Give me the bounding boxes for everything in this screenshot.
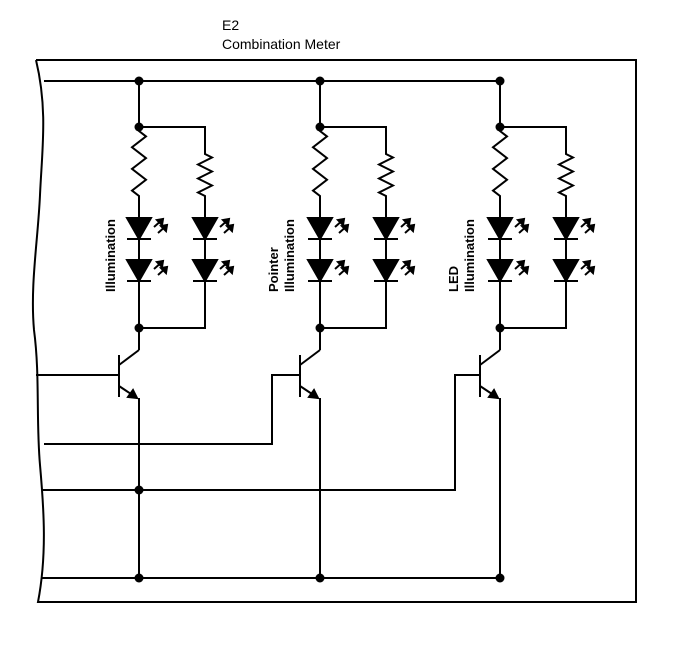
led-emission-arrowhead — [154, 259, 165, 270]
meter-housing-outline — [31, 59, 637, 603]
resistor-right — [376, 150, 396, 200]
led-emission-arrowhead — [405, 265, 416, 276]
led-diode-triangle — [372, 217, 400, 242]
led-diode-triangle — [191, 217, 219, 242]
branch-bottom-wire — [320, 281, 387, 329]
resistor-left — [311, 127, 329, 200]
led-group-1 — [113, 76, 235, 583]
led-emission-arrowhead — [519, 223, 530, 234]
group-2-label-line2: Illumination — [282, 219, 297, 292]
resistor-right — [556, 150, 576, 200]
transistor-emitter-arrow — [126, 388, 139, 400]
transistor-emitter-arrow — [487, 388, 500, 400]
led-diode-triangle — [486, 259, 514, 284]
led-circuit-groups — [113, 76, 596, 583]
led-emission-arrowhead — [220, 259, 231, 270]
led-emission-arrowhead — [158, 223, 169, 234]
junction-dot — [495, 573, 505, 583]
led-emission-arrowhead — [515, 259, 526, 270]
resistor-left — [491, 127, 509, 200]
junction-dot — [134, 76, 144, 86]
led-diode-triangle — [191, 259, 219, 284]
led-diode-triangle — [125, 217, 153, 242]
led-emission-arrowhead — [515, 217, 526, 228]
led-diode-triangle — [552, 217, 580, 242]
junction-dot — [495, 76, 505, 86]
led-emission-arrowhead — [581, 217, 592, 228]
led-emission-arrowhead — [224, 223, 235, 234]
led-emission-arrowhead — [405, 223, 416, 234]
led-emission-arrowhead — [401, 217, 412, 228]
junction-dot — [315, 573, 325, 583]
group-1-label-line1: Illumination — [103, 219, 118, 292]
component-id: E2 — [222, 17, 239, 33]
component-name: Combination Meter — [222, 36, 341, 52]
transistor-collector — [479, 349, 501, 366]
branch-bottom-wire — [500, 281, 567, 329]
led-diode-triangle — [306, 217, 334, 242]
led-diode-triangle — [125, 259, 153, 284]
resistor-left — [130, 127, 148, 200]
led-emission-arrowhead — [335, 259, 346, 270]
led-diode-triangle — [306, 259, 334, 284]
led-emission-arrowhead — [585, 223, 596, 234]
junction-dot — [315, 76, 325, 86]
led-emission-arrowhead — [335, 217, 346, 228]
junction-dot — [134, 122, 144, 132]
transistor-collector — [118, 349, 140, 366]
led-emission-arrowhead — [158, 265, 169, 276]
led-emission-arrowhead — [339, 223, 350, 234]
led-emission-arrowhead — [519, 265, 530, 276]
base-wire-2 — [44, 374, 296, 445]
transistor-collector — [299, 349, 321, 366]
group-3-label-line1: LED — [446, 266, 461, 292]
led-group-3 — [474, 76, 596, 583]
led-emission-arrowhead — [585, 265, 596, 276]
junction-dot — [315, 122, 325, 132]
group-3-label-line2: Illumination — [462, 219, 477, 292]
led-diode-triangle — [552, 259, 580, 284]
transistor-emitter-arrow — [307, 388, 320, 400]
led-emission-arrowhead — [224, 265, 235, 276]
led-emission-arrowhead — [401, 259, 412, 270]
group-2-label-line1: Pointer — [266, 247, 281, 292]
branch-bottom-wire — [139, 281, 206, 329]
junction-dot — [495, 323, 505, 333]
junction-dot — [134, 573, 144, 583]
branch-top-wire — [500, 126, 567, 150]
branch-top-wire — [320, 126, 387, 150]
led-diode-triangle — [486, 217, 514, 242]
led-emission-arrowhead — [339, 265, 350, 276]
base-wire-3 — [42, 374, 476, 491]
resistor-right — [195, 150, 215, 200]
led-diode-triangle — [372, 259, 400, 284]
junction-dot — [495, 122, 505, 132]
led-emission-arrowhead — [581, 259, 592, 270]
junction-dot — [134, 323, 144, 333]
led-group-2 — [294, 76, 416, 583]
led-emission-arrowhead — [154, 217, 165, 228]
junction-dot — [134, 485, 144, 495]
led-emission-arrowhead — [220, 217, 231, 228]
branch-top-wire — [139, 126, 206, 150]
junction-dot — [315, 323, 325, 333]
